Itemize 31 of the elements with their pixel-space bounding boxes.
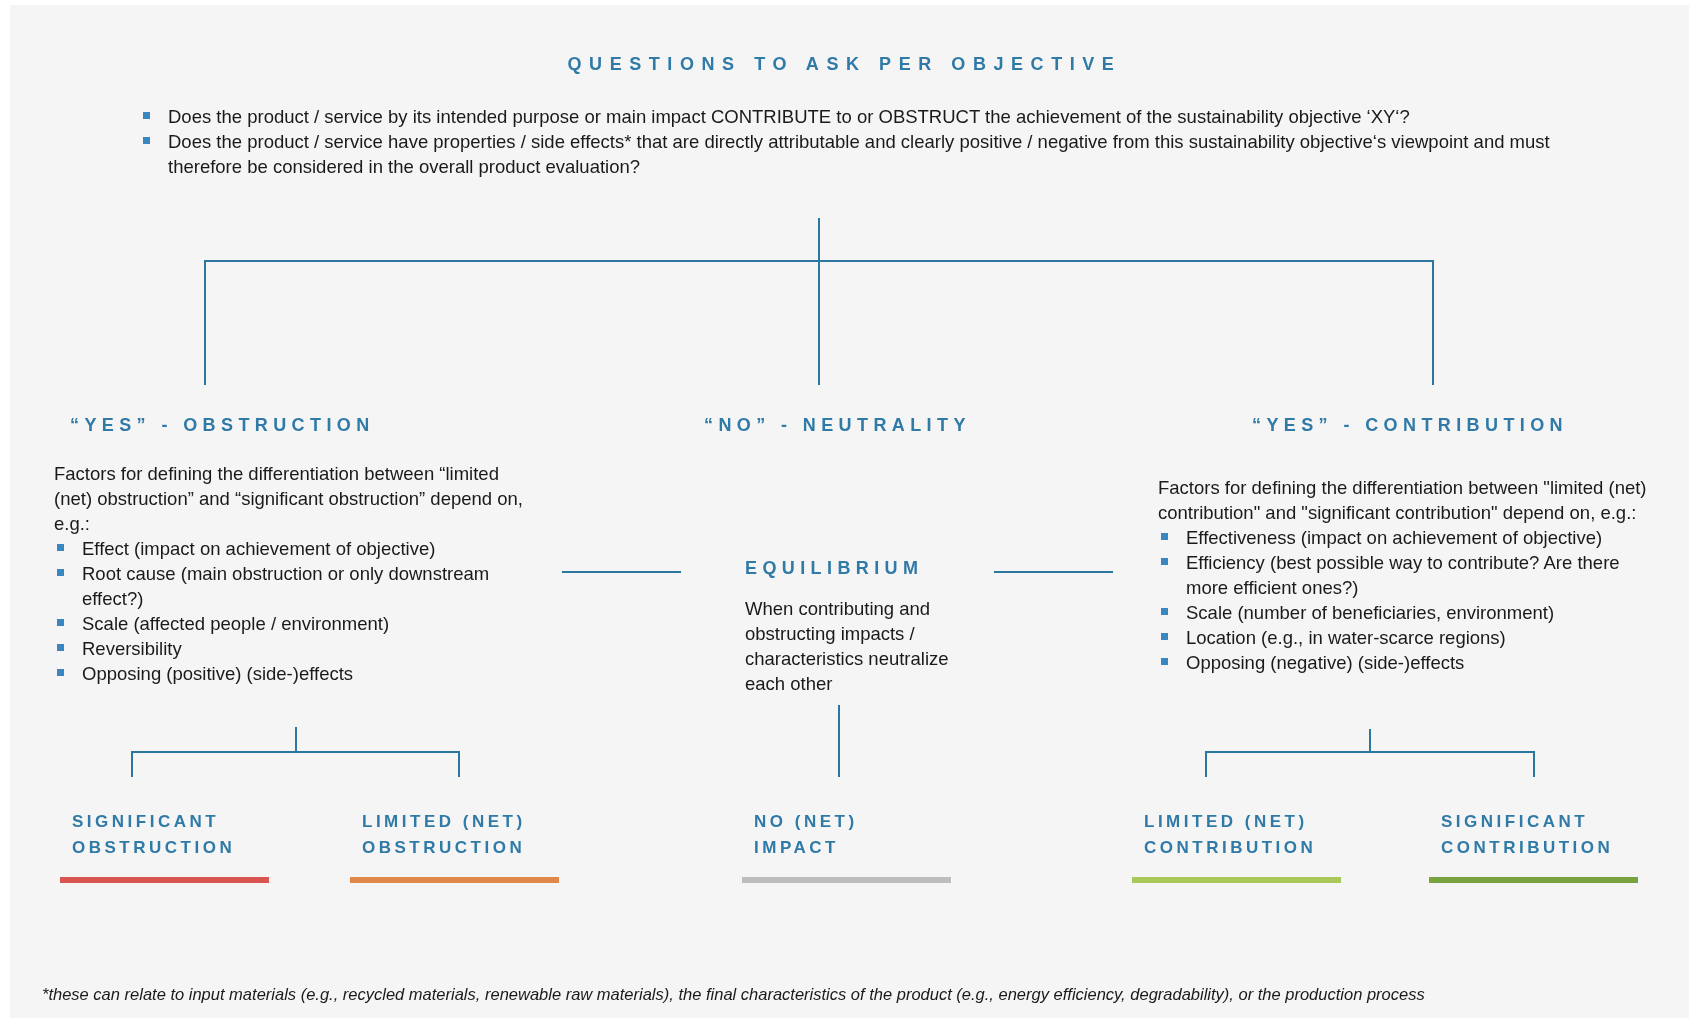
paragraph: When contributing and obstructing impacts / characteristics neutralize each other [745, 597, 950, 696]
bullet-item: Opposing (negative) (side-)effects [1158, 650, 1658, 675]
section-heading: “NO” - NEUTRALITY [704, 415, 971, 436]
outcome-label: SIGNIFICANT OBSTRUCTION [72, 811, 237, 859]
outcome-label: NO (NET) IMPACT [754, 811, 859, 859]
paragraph: Factors for defining the differentiation between “limited (net) obstruction” and “significant obstruction” depend on, e.g.: [54, 462, 524, 536]
bullet-item: Root cause (main obstruction or only downstream effect?) [54, 561, 524, 611]
connector-line [993, 571, 1114, 573]
connector-line [818, 217, 1434, 386]
bullet-item: Scale (affected people / environment) [54, 611, 524, 636]
bullet-item: Effect (impact on achievement of objective) [54, 536, 524, 561]
bullet-item: Efficiency (best possible way to contribute? Are there more efficient ones?) [1158, 550, 1658, 600]
outcome-label: LIMITED (NET) OBSTRUCTION [362, 811, 527, 859]
bullet-item: Does the product / service by its intended purpose or main impact CONTRIBUTE to or OBSTRUCT the achievement of the sustainability objective ‘XY‘? [140, 104, 1580, 129]
outcome-label: SIGNIFICANT CONTRIBUTION [1441, 811, 1615, 859]
section-heading: “YES” - CONTRIBUTION [1252, 415, 1568, 436]
connector-line [838, 704, 840, 778]
bullet-item: Scale (number of beneficiaries, environment) [1158, 600, 1658, 625]
bullet-item: Effectiveness (impact on achievement of objective) [1158, 525, 1658, 550]
connector-line [561, 571, 682, 573]
section-heading: EQUILIBRIUM [745, 558, 924, 579]
footnote: *these can relate to input materials (e.g., recycled materials, renewable raw materials), the final characteristics of the product (e.g., energy efficiency, degradability), or the production process [42, 985, 1425, 1004]
connector-line [295, 726, 460, 778]
bullet-item: Does the product / service have properties / side effects* that are directly attributable and clearly positive / negative from this sustainability objective‘s viewpoint and must therefore be considered in the overall product evaluation? [140, 129, 1580, 179]
outcome-label: LIMITED (NET) CONTRIBUTION [1144, 811, 1318, 859]
paragraph: Factors for defining the differentiation between "limited (net) contribution" and "significant contribution" depend on, e.g.: [1158, 476, 1648, 525]
bullet-item: Opposing (positive) (side-)effects [54, 661, 524, 686]
bullet-item: Location (e.g., in water-scarce regions) [1158, 625, 1658, 650]
section-heading: “YES” - OBSTRUCTION [70, 415, 375, 436]
bullet-item: Reversibility [54, 636, 524, 661]
diagram-title: QUESTIONS TO ASK PER OBJECTIVE [567, 54, 1122, 75]
